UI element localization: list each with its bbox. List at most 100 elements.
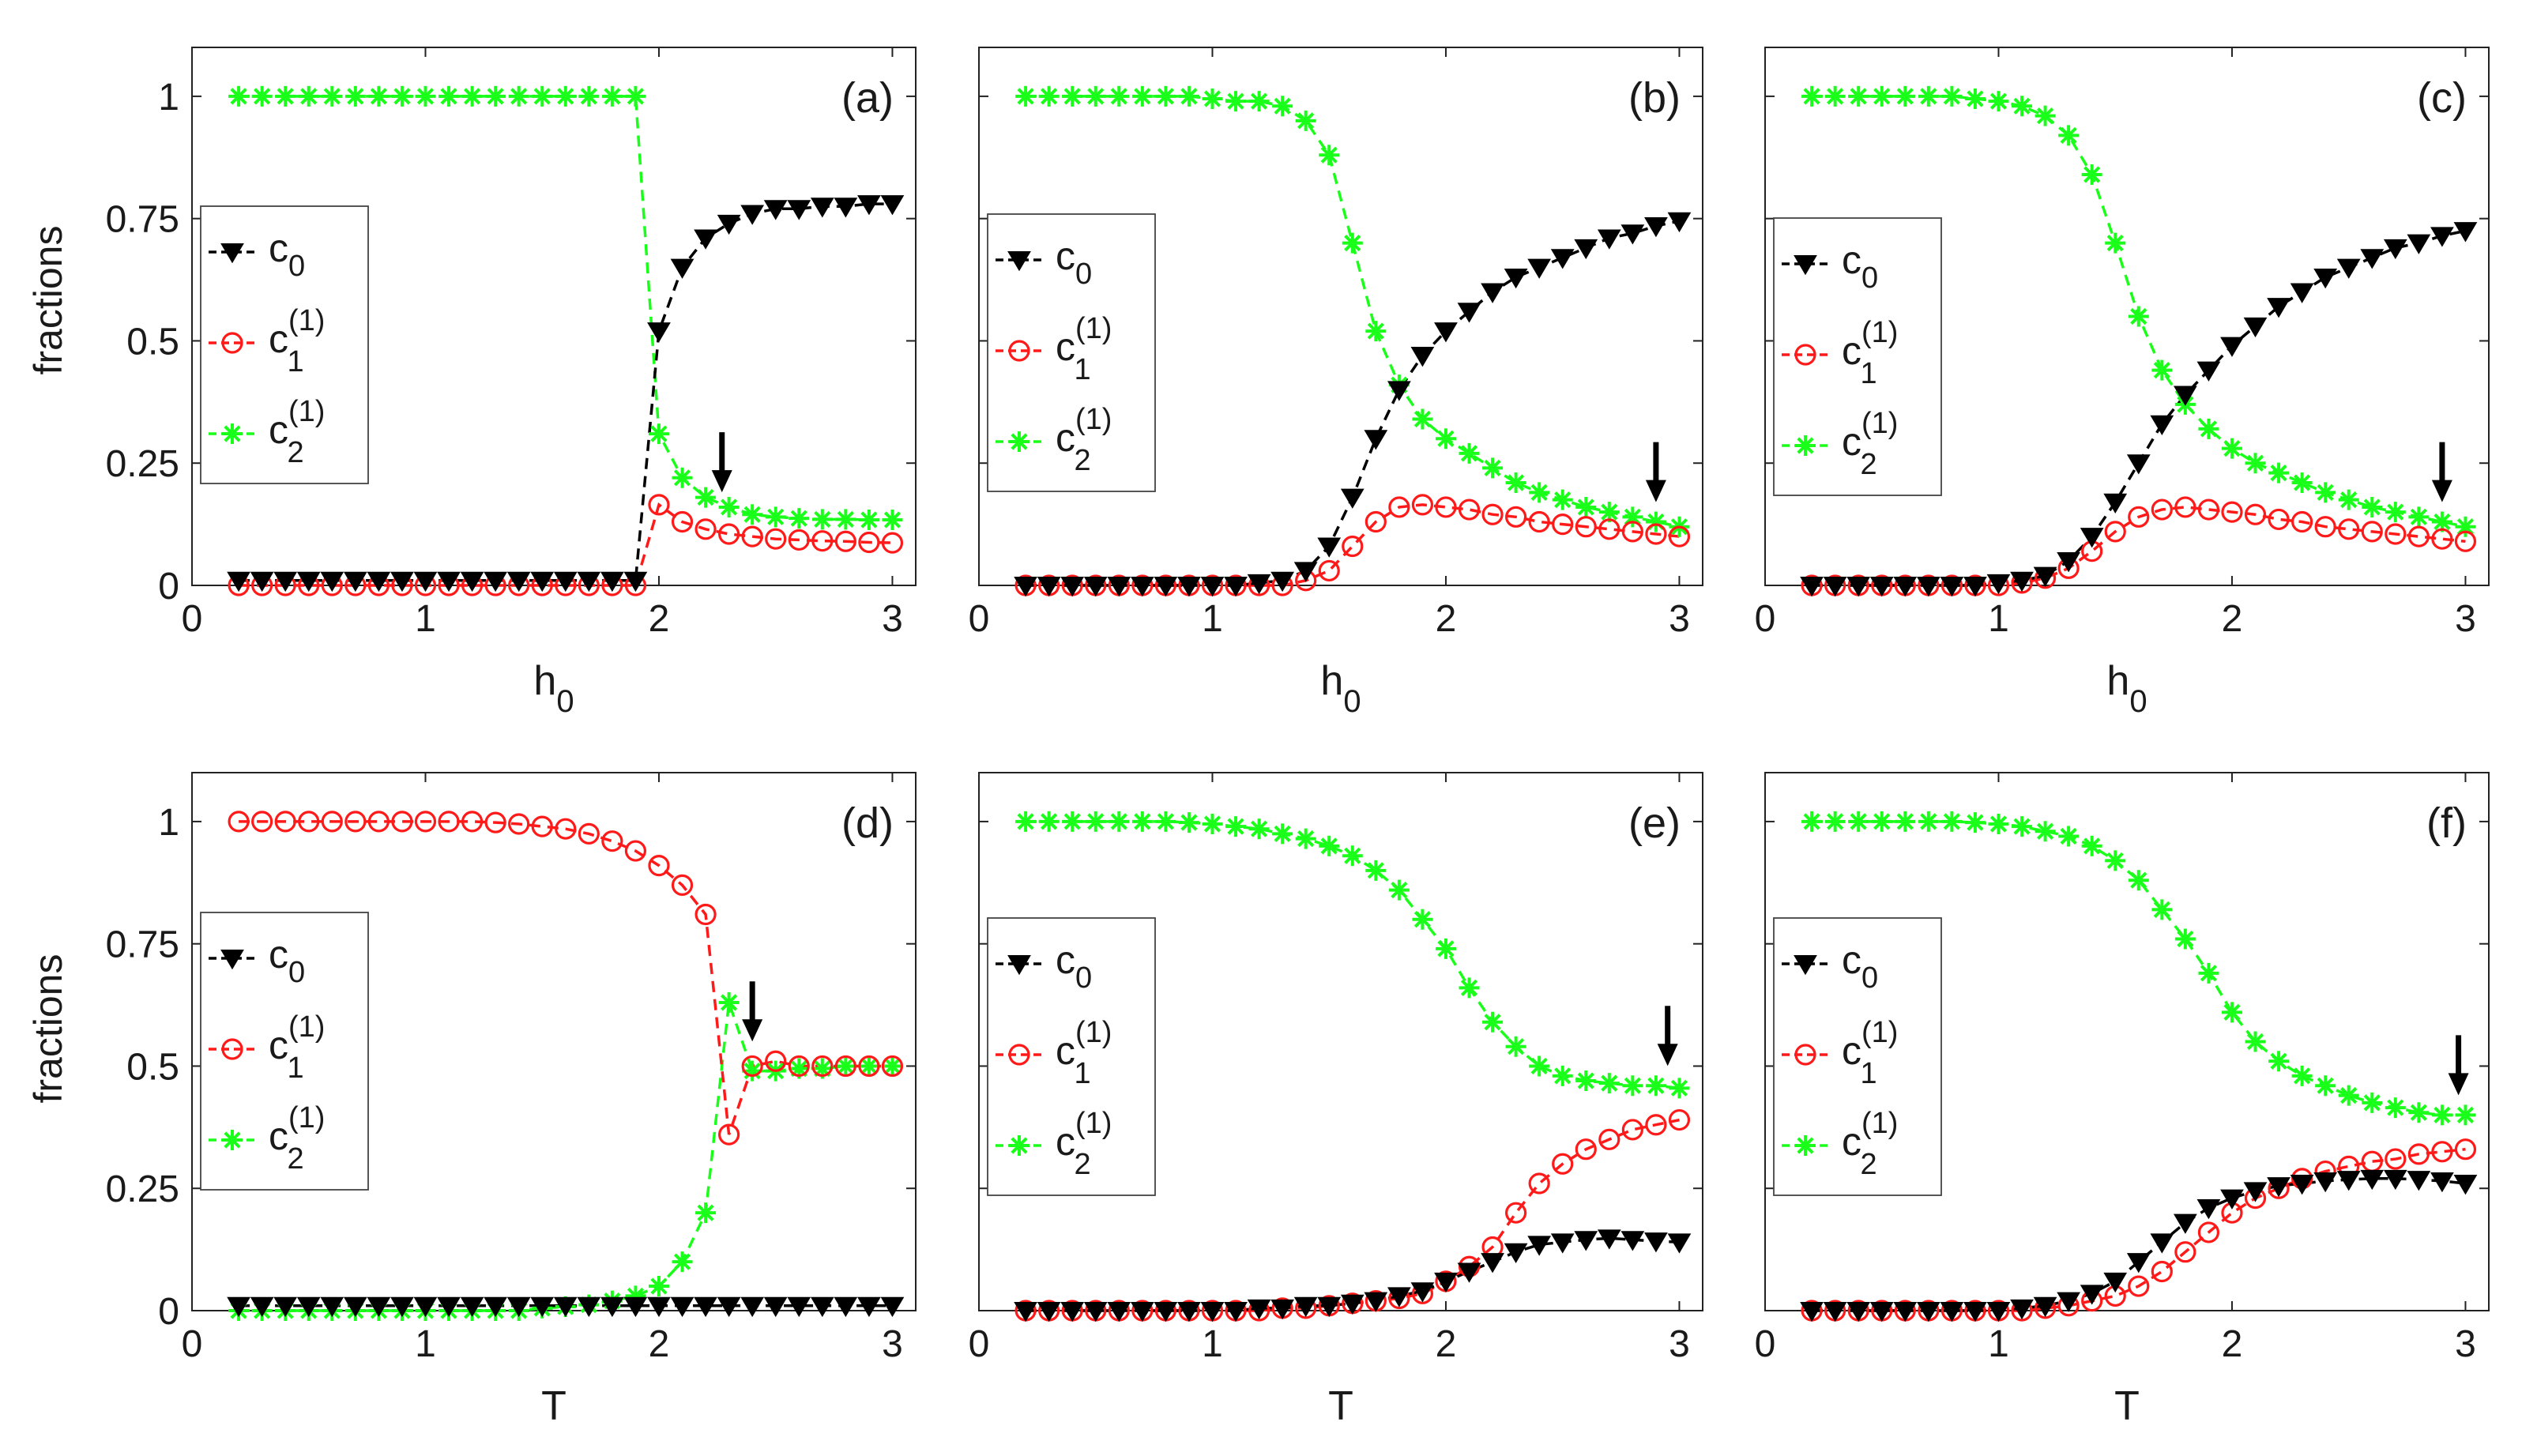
data-point-c0 <box>1037 1302 1061 1322</box>
data-point-c1 <box>2128 506 2150 528</box>
data-point-c0 <box>1340 488 1365 509</box>
data-point-c0 <box>1481 1253 1504 1274</box>
x-axis-label-sub: 0 <box>1343 684 1361 719</box>
data-point-c0 <box>273 1296 298 1318</box>
legend-marker-c2 <box>1009 431 1030 452</box>
data-point-c1 <box>765 528 787 550</box>
legend: c0c(1)1c(1)2 <box>200 205 369 484</box>
data-point-c0 <box>1154 1302 1178 1322</box>
data-point-c1 <box>2407 1143 2430 1165</box>
data-point-c0 <box>1293 562 1318 582</box>
data-point-c2 <box>765 506 786 528</box>
data-point-c2 <box>1645 511 1666 532</box>
legend-label-c1: c(1)1 <box>269 304 325 378</box>
data-point-c0 <box>2126 454 2151 475</box>
data-point-c0 <box>1410 1282 1435 1303</box>
legend: c0c(1)1c(1)2 <box>987 917 1156 1196</box>
data-point-c2 <box>1085 811 1106 832</box>
legend-label-c0: c0 <box>1842 938 1878 995</box>
legend-marker-c0 <box>220 243 244 264</box>
data-point-c0 <box>717 1296 741 1318</box>
data-point-c1 <box>1481 503 1504 525</box>
legend-label-sub: 0 <box>1861 261 1878 295</box>
data-point-c0 <box>623 1296 648 1318</box>
data-point-c0 <box>296 1296 321 1318</box>
series-markers-c2 <box>1015 811 1690 1099</box>
data-point-c2 <box>322 85 343 107</box>
legend-label-sup: (1) <box>1861 316 1898 349</box>
data-point-c1 <box>391 811 413 833</box>
series-line-c2 <box>1812 820 2466 1117</box>
data-point-c1 <box>648 855 670 877</box>
data-point-c2 <box>858 510 879 531</box>
data-point-c2 <box>2058 826 2080 847</box>
data-point-c0 <box>1364 430 1388 450</box>
data-point-c1 <box>741 1055 763 1078</box>
data-point-c2 <box>1435 938 1456 959</box>
data-point-c1 <box>1598 518 1620 540</box>
data-point-c2 <box>1248 91 1270 112</box>
data-point-c1 <box>2338 518 2360 540</box>
data-point-c0 <box>600 1296 624 1318</box>
data-point-c2 <box>2012 816 2033 837</box>
data-point-c2 <box>811 509 833 530</box>
data-point-c0 <box>1823 1302 1847 1322</box>
legend-label-c2: c(1)2 <box>269 395 325 469</box>
data-point-c1 <box>858 531 880 554</box>
data-point-c0 <box>273 571 298 593</box>
data-point-c0 <box>1940 577 1964 597</box>
legend-label-base: c <box>1056 234 1075 278</box>
data-point-c0 <box>2267 1177 2291 1198</box>
data-point-c1 <box>1505 1202 1527 1224</box>
data-point-c1 <box>438 811 460 833</box>
legend-label-c1: c(1)1 <box>1842 1016 1898 1090</box>
data-point-c1 <box>718 523 740 545</box>
data-point-c2 <box>1801 85 1823 107</box>
legend-label-sub: 2 <box>1074 1148 1090 1181</box>
legend-label-base: c <box>269 1023 288 1067</box>
data-point-c0 <box>1317 537 1342 558</box>
data-point-c0 <box>2267 298 2291 318</box>
data-point-c2 <box>2385 502 2406 523</box>
data-point-c0 <box>460 571 484 593</box>
data-point-c0 <box>484 571 508 593</box>
data-point-c0 <box>1644 1232 1668 1253</box>
x-axis-label-base: T <box>2114 1383 2140 1429</box>
data-point-c2 <box>882 1055 903 1077</box>
data-point-c0 <box>1893 1302 1918 1322</box>
x-tick-label: 2 <box>649 598 670 640</box>
data-point-c0 <box>717 214 741 235</box>
data-point-c0 <box>2313 268 2338 289</box>
data-point-c1 <box>321 811 343 833</box>
legend-label-sup: (1) <box>288 1010 325 1044</box>
data-point-c2 <box>2455 1104 2476 1126</box>
data-point-c2 <box>1505 472 1526 493</box>
data-point-c2 <box>2408 1102 2430 1123</box>
legend-label-sup: (1) <box>288 395 325 428</box>
data-point-c1 <box>1598 1128 1620 1150</box>
data-point-c1 <box>2314 516 2336 538</box>
data-point-c2 <box>1202 814 1223 834</box>
legend-label-c0: c0 <box>1842 238 1878 295</box>
series-markers-c0 <box>1800 222 2478 597</box>
data-point-c0 <box>437 571 461 593</box>
legend-marker-c0 <box>220 950 244 970</box>
x-tick-label: 2 <box>1436 598 1457 640</box>
data-point-c2 <box>485 85 506 107</box>
data-point-c2 <box>1895 811 1916 832</box>
data-point-c2 <box>1988 814 2009 834</box>
data-point-c0 <box>880 195 905 216</box>
data-point-c1 <box>694 903 717 926</box>
y-axis-label-bottom: fractions <box>26 954 70 1104</box>
data-point-c2 <box>835 1055 856 1077</box>
legend-label-c2: c(1)2 <box>1056 403 1112 477</box>
legend-label-sub: 2 <box>1860 448 1876 481</box>
data-point-c0 <box>2407 1171 2431 1191</box>
data-point-c2 <box>1918 811 1939 832</box>
data-point-c0 <box>2196 1198 2221 1220</box>
data-point-c1 <box>671 510 694 533</box>
data-point-c0 <box>1083 1302 1108 1322</box>
